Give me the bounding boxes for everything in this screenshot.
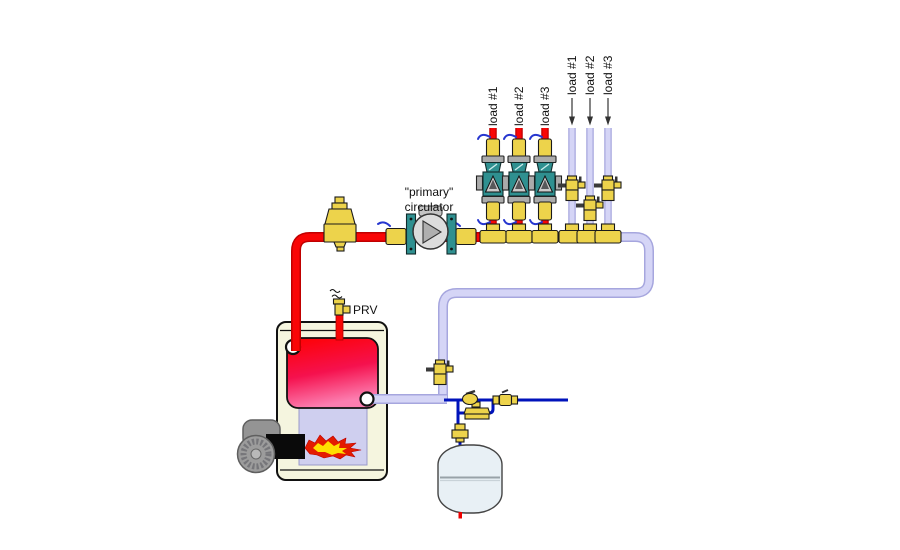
return-label-arrow-3	[605, 98, 611, 126]
return-label-arrow-1	[569, 98, 575, 126]
primary-circulator-label-line2: circulator	[405, 200, 454, 214]
makeup-ball-valve	[461, 389, 479, 406]
primary-isolation-valve-left	[377, 221, 407, 246]
return-load-label-2: load #2	[583, 55, 597, 95]
return-tee-3	[594, 223, 622, 244]
boiler	[236, 321, 388, 481]
pressure-relief-valve	[329, 288, 351, 341]
heat-exchanger	[286, 337, 379, 409]
load-circulator-assembly-3	[529, 135, 562, 243]
fill-pressure-reducing-valve	[463, 401, 491, 420]
flame	[304, 434, 362, 460]
supply-load-label-2: load #2	[512, 86, 526, 126]
supply-main-pipe	[291, 232, 576, 351]
return-label-arrow-2	[587, 98, 593, 126]
return-main-pipe	[371, 232, 654, 404]
supply-load-label-3: load #3	[538, 86, 552, 126]
return-load-label-3: load #3	[601, 55, 615, 95]
primary-circulator-label-line1: "primary"	[405, 185, 454, 199]
burner-blower-icon	[236, 419, 305, 474]
tank-connector-fitting	[451, 423, 469, 443]
purge-valve-boiler-return	[425, 359, 454, 386]
purge-valve-return-2	[575, 195, 604, 222]
supply-load-label-1: load #1	[486, 86, 500, 126]
flow-direction-triangle	[422, 220, 443, 244]
backflow-check-valve	[492, 389, 519, 407]
tank-air-valve	[458, 512, 462, 519]
boiler-return-port	[359, 391, 375, 407]
prv-label: PRV	[353, 303, 377, 317]
return-load-label-1: load #1	[565, 55, 579, 95]
expansion-tank	[437, 444, 503, 519]
primary-circulator	[377, 205, 477, 255]
air-separator	[323, 196, 357, 252]
